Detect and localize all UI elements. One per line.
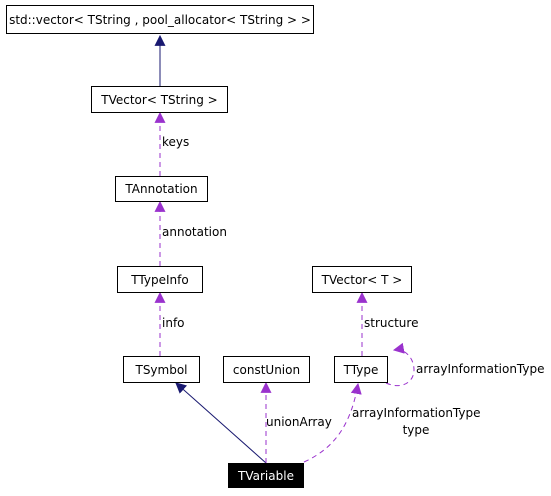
edge-label-union-array: unionArray — [266, 415, 332, 429]
class-node-tvector-t[interactable]: TVector< T > — [312, 266, 412, 293]
edge-label-array-info-type-line1: arrayInformationType — [352, 406, 481, 420]
class-node-ttypeinfo[interactable]: TTypeInfo — [117, 266, 203, 293]
class-node-tvariable[interactable]: TVariable — [228, 463, 304, 488]
edge-label-array-info-type-line2: type — [402, 423, 430, 437]
edge-label-array-info-self: arrayInformationType — [416, 362, 545, 376]
edge-label-structure: structure — [364, 316, 419, 330]
class-node-constunion[interactable]: constUnion — [223, 356, 310, 383]
edge-label-info: info — [162, 316, 185, 330]
edge-array-info-type — [303, 382, 362, 463]
class-node-ttype[interactable]: TType — [334, 356, 388, 383]
edge-label-keys: keys — [162, 135, 190, 149]
class-node-std-vector[interactable]: std::vector< TString , pool_allocator< T… — [6, 5, 314, 34]
edge-label-annotation: annotation — [162, 225, 227, 239]
edge-label-array-info-type: arrayInformationType type — [352, 406, 481, 437]
class-node-tsymbol[interactable]: TSymbol — [123, 356, 200, 383]
edge-array-info-self — [385, 342, 415, 387]
edge-inherit-tvariable-tsymbol — [175, 382, 267, 464]
class-node-tannotation[interactable]: TAnnotation — [115, 176, 208, 202]
class-node-tvector-tstring[interactable]: TVector< TString > — [91, 86, 228, 113]
